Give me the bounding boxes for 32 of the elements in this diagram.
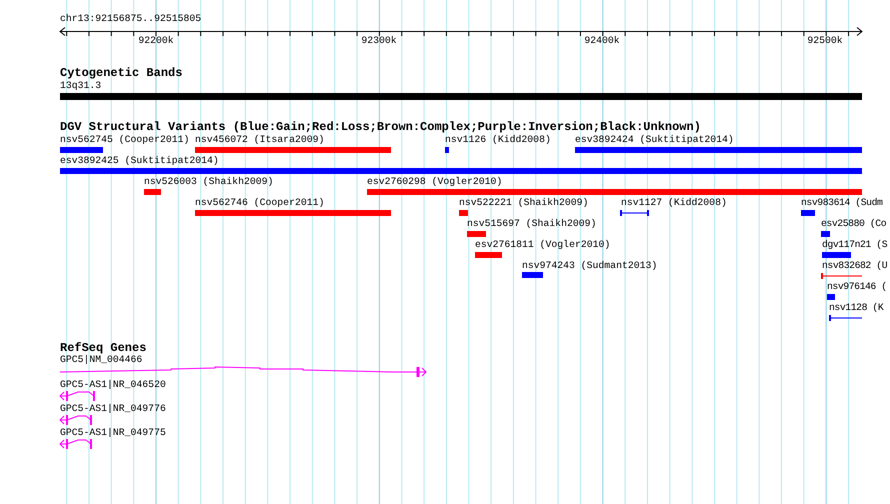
variant-label: esv2761811 (Vogler2010) — [475, 239, 610, 250]
gene-label: GPC5-AS1|NR_049776 — [60, 403, 166, 414]
variant-label: nsv526003 (Shaikh2009) — [144, 176, 274, 187]
ruler-label: chr13:92156875..92515805 — [60, 13, 202, 24]
band-label: 13q31.3 — [60, 80, 102, 91]
variant-label: nsv974243 (Sudmant2013) — [522, 260, 658, 271]
gene-label: GPC5-AS1|NR_049775 — [60, 427, 166, 438]
variant-label: nsv456072 (Itsara2009) — [195, 134, 324, 145]
variant-label: nsv522221 (Shaikh2009) — [459, 197, 588, 208]
variant-label: esv3892424 (Suktitipat2014) — [575, 134, 734, 145]
variant-label: nsv515697 (Shaikh2009) — [467, 218, 596, 229]
variant-label: dgv117n21 (S — [822, 239, 888, 250]
track-title: DGV Structural Variants (Blue:Gain;Red:Loss;Brown:Complex;Purple:Inversion;Black:Unknown) — [60, 121, 701, 134]
variant-label: esv2760298 (Vogler2010) — [367, 176, 502, 187]
gene-label: GPC5|NM_004466 — [60, 354, 142, 365]
variant-label: nsv1127 (Kidd2008) — [621, 197, 727, 208]
tick-label: 92300k — [361, 35, 397, 46]
variant-label: nsv983614 (Sudm — [801, 197, 882, 208]
variant-label: nsv562746 (Cooper2011) — [195, 197, 324, 208]
variant-label: nsv832682 (U — [822, 260, 888, 271]
gene-label: GPC5-AS1|NR_046520 — [60, 379, 166, 390]
variant-label: nsv1126 (Kidd2008) — [445, 134, 551, 145]
tick-label: 92400k — [584, 35, 620, 46]
variant-label: esv3892425 (Suktitipat2014) — [60, 155, 219, 166]
variant-label: nsv562745 (Cooper2011) — [60, 134, 190, 145]
track-title: RefSeq Genes — [60, 342, 146, 355]
tick-label: 92200k — [138, 35, 174, 46]
variant-label: nsv976146 ( — [827, 281, 887, 292]
track-title: Cytogenetic Bands — [60, 67, 182, 80]
variant-label: esv25880 (Co — [821, 218, 886, 229]
variant-label: nsv1128 (K — [829, 302, 884, 313]
tick-label: 92500k — [807, 35, 843, 46]
